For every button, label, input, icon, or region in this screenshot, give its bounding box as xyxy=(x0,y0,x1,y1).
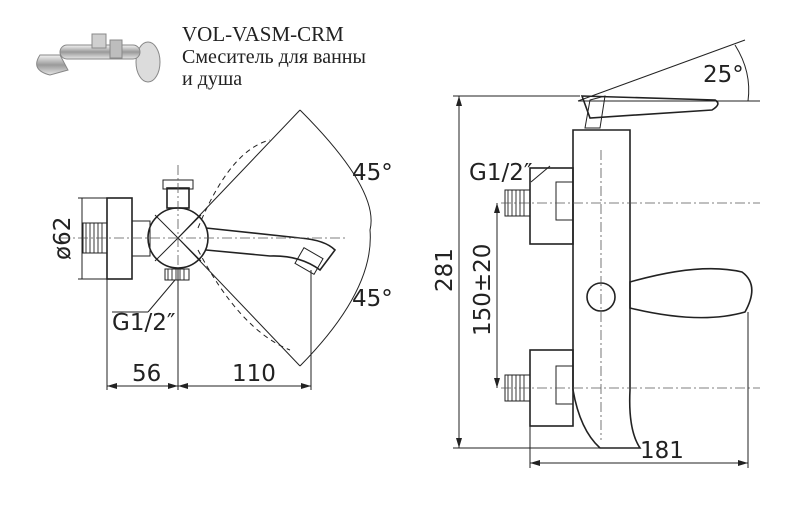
dim-181: 181 xyxy=(640,438,684,464)
title-block: VOL-VASM-CRM Смеситель для ванны и душа xyxy=(182,22,366,90)
top-view xyxy=(60,109,372,390)
faucet-photo-icon xyxy=(36,33,161,83)
dim-thread-left: G1/2″ xyxy=(112,310,176,336)
dim-height-281: 281 xyxy=(432,248,458,292)
dim-center-distance: 150±20 xyxy=(470,244,496,336)
dim-angle-down: 45° xyxy=(352,286,393,312)
dim-diameter: ø62 xyxy=(50,217,76,260)
dim-thread-right: G1/2″ xyxy=(469,160,533,186)
product-description-line2: и душа xyxy=(182,68,243,90)
dim-angle-up: 45° xyxy=(352,160,393,186)
dim-angle-handle: 25° xyxy=(703,62,744,88)
model-code: VOL-VASM-CRM xyxy=(182,22,344,46)
dim-110: 110 xyxy=(232,361,276,387)
dim-56: 56 xyxy=(132,361,161,387)
product-description-line1: Смеситель для ванны xyxy=(182,46,366,68)
side-view xyxy=(453,39,760,468)
